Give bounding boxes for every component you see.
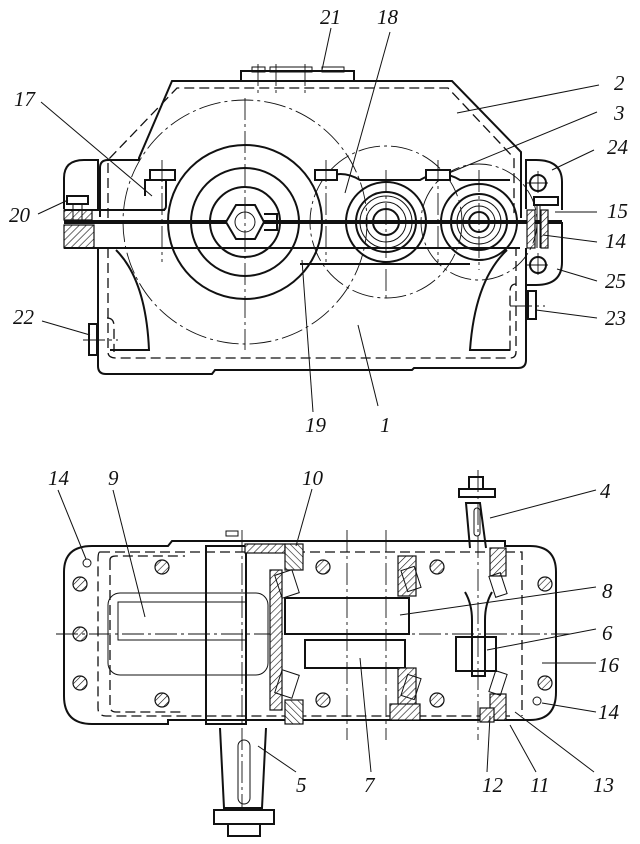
locating-pin [532, 696, 542, 706]
inspection-cover-screw [251, 66, 266, 73]
callout-5: 5 [296, 773, 307, 797]
callout-17: 17 [14, 87, 37, 111]
callout-16: 16 [598, 653, 620, 677]
right-rib [468, 249, 510, 351]
cover-outline [99, 80, 522, 218]
callout-21: 21 [320, 5, 341, 29]
callout-15: 15 [607, 199, 628, 223]
oil-gauge [527, 290, 537, 320]
callout-10: 10 [302, 466, 324, 490]
intermediate-pinion [304, 639, 406, 669]
output-shaft-extension [219, 727, 267, 809]
right-flange-section [540, 209, 549, 249]
flange-bolts [72, 558, 553, 708]
callout-20: 20 [9, 203, 31, 227]
flange-bolt-shank [72, 203, 83, 221]
base-inner-hidden [107, 248, 517, 359]
output-shaft [205, 545, 247, 725]
callout-22: 22 [13, 305, 35, 329]
base-outline [97, 248, 527, 375]
left-flange-section [63, 224, 95, 249]
left-lug [63, 159, 99, 210]
callout-24: 24 [607, 135, 629, 159]
callout-8: 8 [602, 579, 613, 603]
callout-14-plan-top: 14 [48, 466, 70, 490]
callout-25: 25 [605, 269, 626, 293]
drain-plug [88, 323, 98, 356]
callout-14-front: 14 [605, 229, 627, 253]
locating-pin [82, 558, 92, 568]
left-flange-section [63, 209, 93, 221]
input-pinion [455, 636, 497, 672]
output-shaft-nut [224, 204, 266, 240]
callout-1: 1 [380, 413, 391, 437]
callout-14-plan-bottom: 14 [598, 700, 620, 724]
base-plan-outline [63, 540, 557, 725]
right-lug-lower [525, 222, 563, 286]
input-shaft [464, 591, 493, 677]
plan-view [56, 470, 570, 837]
callout-2: 2 [614, 71, 625, 95]
callout-13: 13 [593, 773, 614, 797]
callout-19: 19 [305, 413, 327, 437]
callout-6: 6 [602, 621, 613, 645]
leader-lines [37, 27, 600, 773]
sight-boss [144, 179, 167, 211]
front-view [63, 64, 563, 375]
callout-3: 3 [613, 101, 625, 125]
input-shaft-extension [464, 502, 487, 549]
callout-11: 11 [530, 773, 549, 797]
cover-inner-hidden [107, 87, 515, 218]
left-rib [110, 249, 151, 351]
inspection-cover [240, 70, 355, 82]
inspection-cover-plate [269, 66, 313, 73]
callout-4: 4 [600, 479, 611, 503]
callout-7: 7 [364, 773, 376, 797]
right-bolt-head [533, 196, 559, 206]
bearing-bolt [149, 169, 176, 181]
callout-9: 9 [108, 466, 119, 490]
callout-23: 23 [605, 306, 626, 330]
input-gear-pitch [420, 163, 538, 281]
right-lug [525, 159, 563, 210]
callout-labels: 21 18 2 3 17 24 20 15 14 25 22 23 19 1 1… [9, 5, 629, 797]
flange-bolt-head [66, 195, 89, 205]
callout-18: 18 [377, 5, 399, 29]
callout-12: 12 [482, 773, 504, 797]
